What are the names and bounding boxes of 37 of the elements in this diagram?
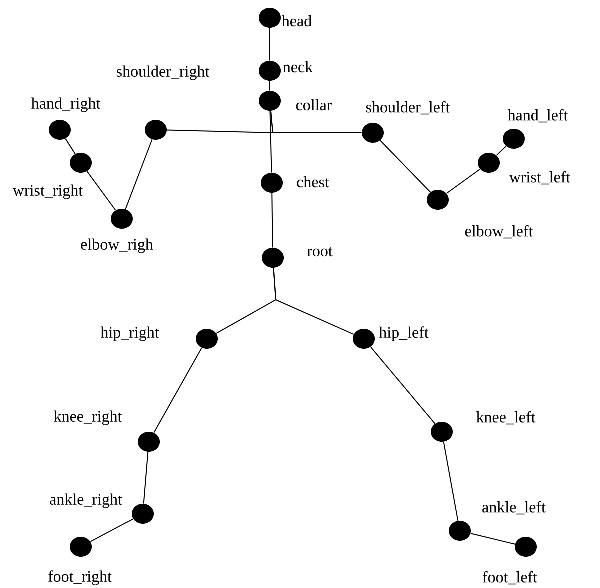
joint-label: collar xyxy=(296,99,332,111)
bone-line xyxy=(154,348,202,434)
bone-line xyxy=(270,110,362,134)
bone-line xyxy=(65,138,76,155)
joint-label: head xyxy=(282,15,312,27)
joint-label: knee_left xyxy=(476,411,536,425)
joint-label: shoulder_left xyxy=(366,101,450,115)
joint-label: ankle_right xyxy=(50,494,122,508)
joint-label: neck xyxy=(283,61,314,73)
bone-line xyxy=(90,518,134,542)
joint-label: root xyxy=(307,247,333,257)
joint-label: hip_right xyxy=(100,326,160,342)
joint-label: wrist_left xyxy=(509,171,571,185)
joint-label: shoulder_right xyxy=(117,66,210,80)
joint-label: hand_right xyxy=(32,98,101,112)
bone-line xyxy=(273,268,354,336)
joint-label: ankle_left xyxy=(482,501,546,515)
bone-line xyxy=(496,146,507,156)
joint-label: hip_left xyxy=(379,326,429,342)
bone-line xyxy=(86,170,116,211)
joint-label: foot_right xyxy=(48,570,112,586)
joint-label: wrist_right xyxy=(12,184,84,200)
bone-line xyxy=(370,346,436,424)
joint-label: knee_right xyxy=(54,410,122,426)
bone-line xyxy=(470,533,516,545)
bone-line xyxy=(380,140,432,193)
joint-label: elbow_righ xyxy=(81,238,154,254)
bone-line xyxy=(446,168,481,194)
bone-line xyxy=(443,442,459,522)
bone-line xyxy=(125,139,153,210)
joint-label: chest xyxy=(297,176,330,188)
joint-label: hand_left xyxy=(508,109,568,123)
bone-line xyxy=(272,192,274,248)
joint-label: elbow_left xyxy=(465,225,534,239)
bone-line xyxy=(143,452,149,504)
joint-label: foot_left xyxy=(482,571,538,585)
bone-line xyxy=(270,110,272,174)
